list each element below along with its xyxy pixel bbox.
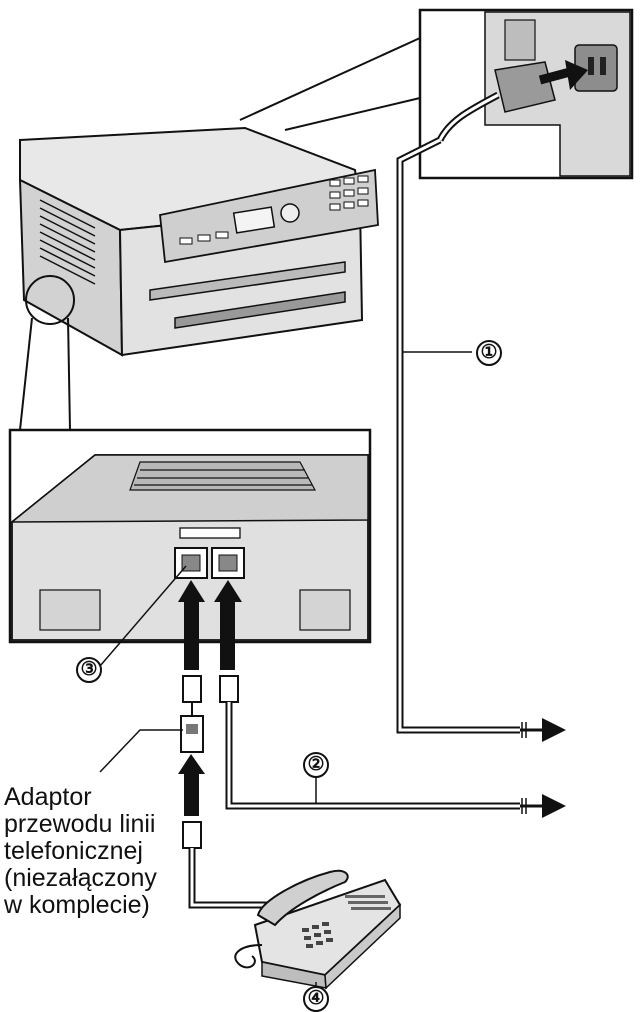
inset-zoom-lines-bottom (19, 317, 71, 431)
ext-jack-leader (99, 565, 187, 667)
adapter-insertion-arrow (178, 754, 205, 816)
adapter-label-line-3: telefonicznej (4, 837, 143, 865)
power-cord (396, 136, 566, 742)
adapter-label: Adaptor przewodu linii telefonicznej (ni… (4, 784, 194, 919)
adapter-label-line-5: w komplecie) (4, 891, 150, 919)
callout-1-power-cord: ① (476, 340, 502, 366)
callout-3-ext-jack: ③ (76, 657, 102, 683)
printer-illustration (18, 126, 379, 357)
telephone-illustration (234, 869, 402, 990)
telephone-line-cord (225, 702, 566, 818)
inset-zoom-lines-top (239, 37, 421, 131)
jack-insertion-arrows (178, 580, 242, 670)
modular-plugs (182, 675, 239, 703)
adapter-label-line-2: przewodu linii (4, 810, 156, 838)
callout-4-telephone: ④ (303, 986, 329, 1012)
power-socket-inset (418, 8, 634, 180)
telephone-cord (188, 848, 270, 909)
callout-2-telephone-line-cord: ② (303, 752, 329, 778)
line-cord-adapter (99, 702, 204, 773)
adapter-label-line-1: Adaptor (4, 783, 92, 811)
adapter-label-line-4: (niezałączony (4, 864, 157, 892)
